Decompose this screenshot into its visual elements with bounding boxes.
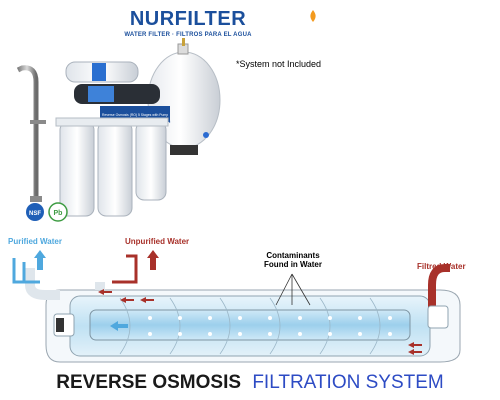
purified-water-label: Purified Water: [8, 237, 62, 246]
contaminant-pointers: [275, 273, 311, 306]
nsf-badge: NSF: [26, 203, 44, 221]
system-note: *System not Included: [236, 59, 322, 69]
membrane-housing: [65, 61, 160, 104]
product-panel-label: Reverse Osmosis (RO) 5 Stages with Pump: [102, 113, 168, 117]
nsf-badge-label: NSF: [29, 211, 41, 217]
purified-arrow-icon: [34, 250, 46, 258]
perforations: [148, 316, 392, 336]
flame-icon: [310, 10, 316, 22]
purified-inner-arrows: [110, 321, 128, 331]
contaminants-label: Contaminants Found in Water: [264, 251, 322, 269]
brand-tagline: WATER FILTER · FILTROS PARA EL AGUA: [124, 32, 252, 38]
unpurified-arrow-icon: [147, 250, 159, 258]
title-part1: REVERSE OSMOSIS: [56, 372, 241, 393]
title-part2: FILTRATION SYSTEM: [252, 372, 443, 393]
unpurified-water-label: Unpurified Water: [125, 237, 190, 246]
faucet: [16, 65, 46, 202]
lead-free-badge-label: Pb: [54, 210, 63, 217]
brand-logo: NURFILTER WATER FILTER · FILTROS PARA EL…: [122, 8, 316, 48]
filtered-inlet-pipe: [428, 264, 450, 310]
spiral-wrap: [119, 297, 381, 355]
end-cap-right: [427, 305, 449, 329]
inbound-arrows: [98, 289, 422, 355]
brand-name: NURFILTER: [129, 8, 247, 30]
end-seal: [56, 318, 64, 332]
product-image: Reverse Osmosis (RO) 5 Stages with Pump …: [16, 38, 221, 222]
purified-outlet-pipe: [25, 268, 60, 300]
membrane-core: [89, 309, 411, 341]
lead-free-badge: Pb: [48, 202, 68, 222]
purified-flow: [12, 258, 26, 284]
filter-canisters: [55, 117, 169, 217]
title: REVERSE OSMOSIS FILTRATION SYSTEM: [56, 372, 443, 393]
filtered-water-label: Filtred Water: [417, 262, 466, 271]
unpurified-flow: [112, 254, 138, 284]
